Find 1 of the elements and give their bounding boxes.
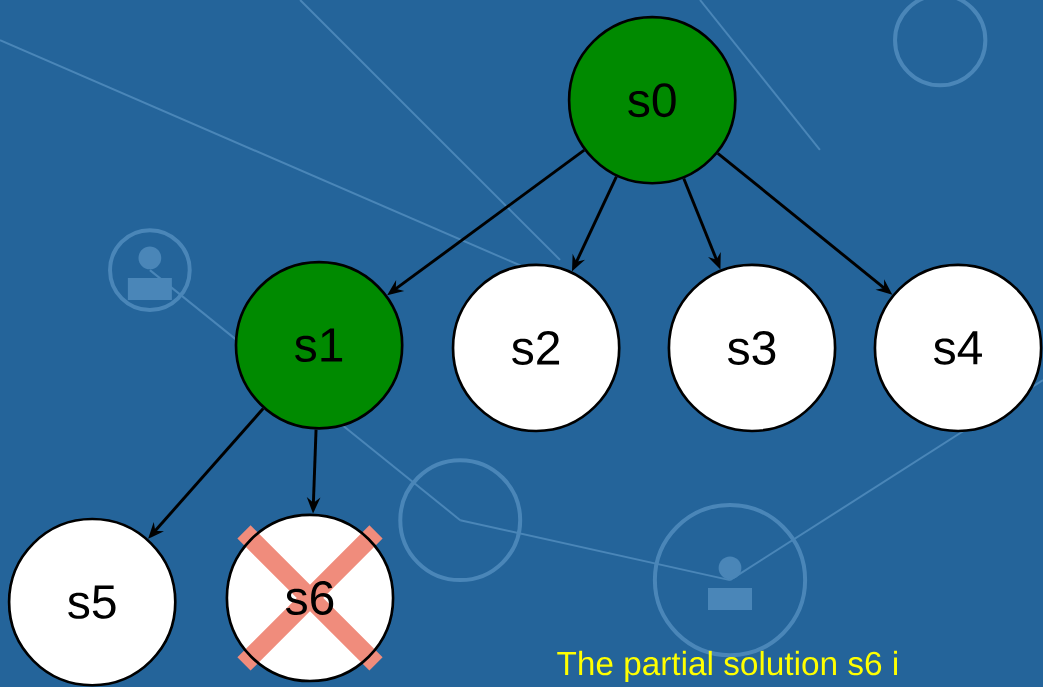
- note-text: The partial solution s6 i: [557, 650, 897, 682]
